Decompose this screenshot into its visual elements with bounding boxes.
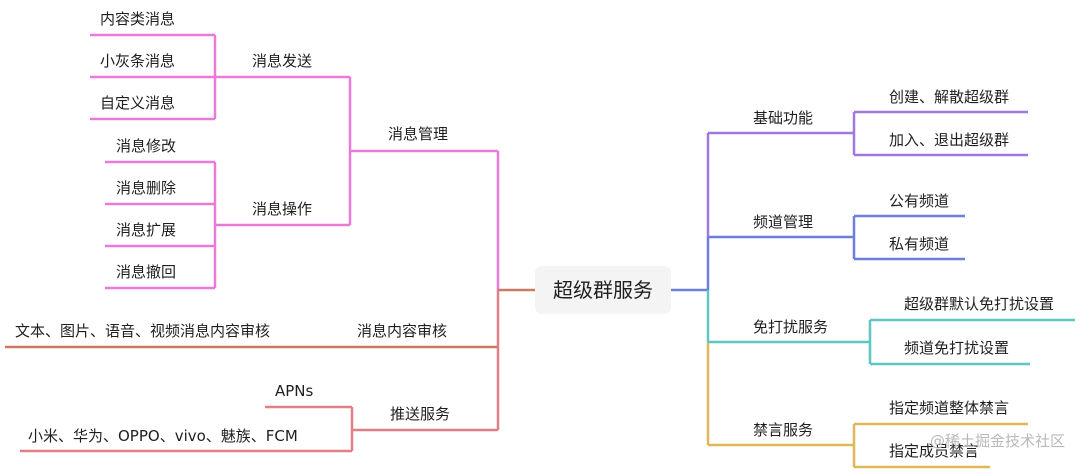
edge-do-not-disturb: [708, 318, 1075, 366]
node-channel-dnd: 频道免打扰设置: [904, 339, 1009, 357]
node-create-dissolve: 创建、解散超级群: [889, 88, 1009, 106]
edge-msg-send-items: [90, 33, 350, 121]
node-channel-mute: 指定频道整体禁言: [889, 399, 1009, 417]
branch-message-management: 内容类消息 小灰条消息 自定义消息 消息发送 消息修改 消息删除 消息扩展 消息…: [90, 10, 498, 290]
node-vendor-push: 小米、华为、OPPO、vivo、魅族、FCM: [28, 427, 298, 445]
branch-channel-management: 频道管理 公有频道 私有频道: [708, 192, 965, 261]
branch-mute-service: 禁言服务 指定频道整体禁言 指定成员禁言: [708, 399, 1028, 469]
watermark: @稀土掘金技术社区: [930, 432, 1065, 450]
node-audit-detail: 文本、图片、语音、视频消息内容审核: [15, 322, 270, 340]
edge-mute-service: [708, 422, 1028, 469]
root-node-label: 超级群服务: [553, 278, 653, 302]
node-message-management: 消息管理: [388, 125, 448, 143]
node-message-send: 消息发送: [252, 52, 312, 70]
branch-push-service: APNs 小米、华为、OPPO、vivo、魅族、FCM 推送服务: [20, 382, 498, 453]
edge-msg-ops-items: [105, 160, 350, 290]
node-content-audit: 消息内容审核: [357, 322, 447, 340]
node-content-message: 内容类消息: [100, 10, 175, 28]
edge-msg-mgmt: [348, 77, 498, 225]
node-member-mute: 指定成员禁言: [889, 442, 979, 460]
node-message-recall: 消息撤回: [116, 263, 176, 281]
node-private-channel: 私有频道: [889, 235, 949, 253]
branch-content-audit: 文本、图片、语音、视频消息内容审核 消息内容审核: [5, 322, 498, 349]
node-public-channel: 公有频道: [889, 192, 949, 210]
edge-push-items: [20, 405, 498, 453]
node-push-service: 推送服务: [390, 405, 450, 423]
node-message-operation: 消息操作: [252, 200, 312, 218]
root-node-box: [535, 266, 671, 314]
root-node: 超级群服务: [535, 266, 671, 314]
node-gray-bar-message: 小灰条消息: [100, 52, 175, 70]
node-group-default-dnd: 超级群默认免打扰设置: [904, 295, 1054, 313]
node-apns: APNs: [275, 382, 314, 400]
node-join-quit: 加入、退出超级群: [889, 131, 1009, 149]
node-message-delete: 消息删除: [116, 179, 176, 197]
edge-basic-functions: [708, 110, 1028, 157]
node-message-extend: 消息扩展: [116, 221, 176, 239]
branch-basic-functions: 基础功能 创建、解散超级群 加入、退出超级群: [708, 88, 1028, 157]
edge-channel-management: [708, 214, 965, 261]
node-basic-functions: 基础功能: [753, 109, 813, 127]
node-mute-service: 禁言服务: [753, 421, 813, 439]
node-custom-message: 自定义消息: [100, 94, 175, 112]
node-channel-management: 频道管理: [753, 213, 813, 231]
node-do-not-disturb: 免打扰服务: [753, 318, 828, 336]
node-message-edit: 消息修改: [116, 137, 176, 155]
branch-do-not-disturb: 免打扰服务 超级群默认免打扰设置 频道免打扰设置: [708, 295, 1075, 366]
